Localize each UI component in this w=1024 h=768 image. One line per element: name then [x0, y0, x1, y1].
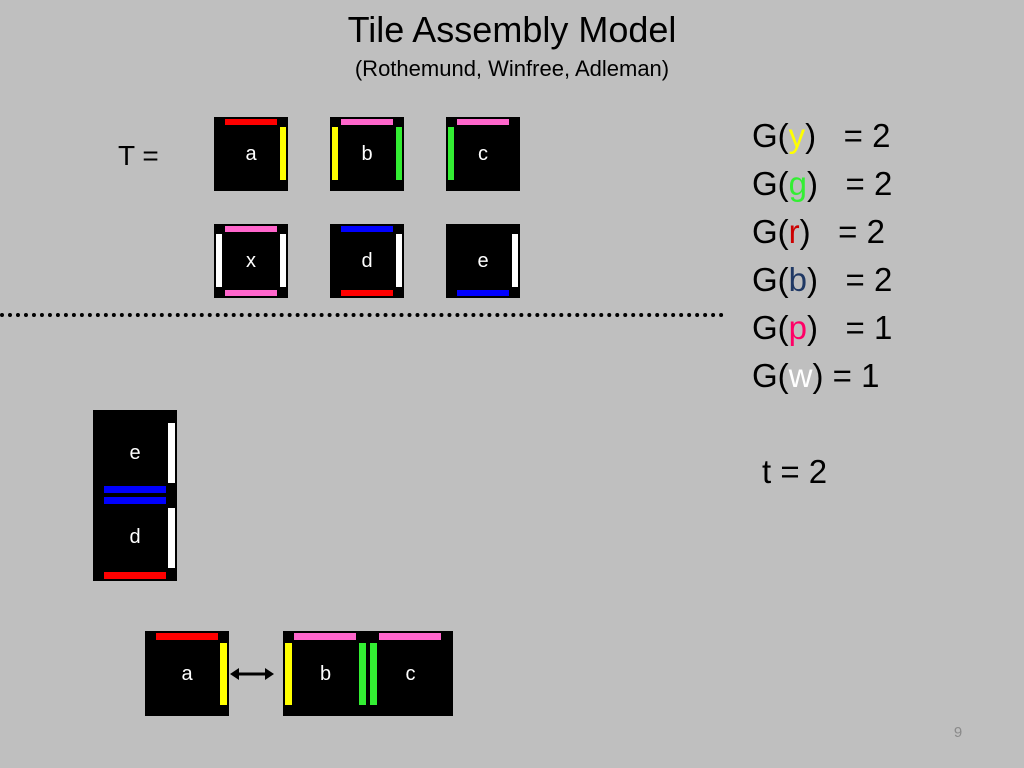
glue-south-blue: [457, 290, 509, 296]
strength-value: ) = 1: [807, 309, 893, 346]
strength-prefix: G(: [752, 261, 789, 298]
tile-a: a: [214, 117, 288, 191]
glue-symbol: b: [788, 261, 808, 298]
glue-north-blue: [104, 497, 166, 504]
strength-value: ) = 2: [799, 213, 885, 250]
tile-label: e: [477, 250, 489, 272]
tile-label: c: [478, 143, 488, 165]
assembly-tile-b: b: [283, 631, 368, 716]
glue-north-pink: [225, 226, 277, 232]
tile-b: b: [330, 117, 404, 191]
glue-symbol: r: [788, 213, 800, 250]
assembly-tile-a: a: [145, 631, 229, 716]
tile-label: d: [361, 250, 373, 272]
glue-east-white: [280, 234, 286, 287]
glue-symbol: w: [788, 357, 813, 394]
strength-value: ) = 1: [812, 357, 880, 394]
tile-label: b: [361, 143, 373, 165]
slide-subtitle: (Rothemund, Winfree, Adleman): [354, 56, 670, 81]
strength-prefix: G(: [752, 213, 789, 250]
glue-east-white: [168, 508, 175, 568]
tile-c: c: [446, 117, 520, 191]
glue-east-yellow: [220, 643, 227, 705]
glue-north-pink: [294, 633, 356, 640]
glue-east-white: [168, 423, 175, 483]
glue-west-green: [448, 127, 454, 180]
glue-east-green: [396, 127, 402, 180]
tile-label: b: [319, 662, 332, 685]
strength-blue: G(b) = 2: [752, 260, 892, 300]
strength-value: ) = 2: [807, 165, 893, 202]
tile-d: d: [330, 224, 404, 298]
glue-east-white: [512, 234, 518, 287]
glue-north-pink: [379, 633, 441, 640]
glue-south-red: [341, 290, 393, 296]
strength-red: G(r) = 2: [752, 212, 885, 252]
strength-prefix: G(: [752, 117, 789, 154]
tile-label: a: [245, 143, 257, 165]
strength-value: ) = 2: [805, 117, 891, 154]
tile-label: a: [181, 662, 193, 685]
page-number: 9: [953, 724, 963, 741]
temperature: t = 2: [762, 453, 828, 490]
strength-value: ) = 2: [807, 261, 893, 298]
assembly-tile-c: c: [368, 631, 453, 716]
strength-prefix: G(: [752, 309, 789, 346]
glue-east-green: [359, 643, 366, 705]
glue-north-pink: [341, 119, 393, 125]
assembly-tile-e: e: [93, 410, 177, 495]
tile-label: x: [246, 250, 256, 272]
glue-west-yellow: [285, 643, 292, 705]
glue-south-blue: [104, 486, 166, 493]
strength-green: G(g) = 2: [752, 164, 892, 204]
glue-north-red: [225, 119, 277, 125]
tile-label: e: [129, 442, 141, 464]
double-arrow-icon: [230, 668, 274, 680]
glue-symbol: g: [788, 165, 808, 202]
glue-north-blue: [341, 226, 393, 232]
strength-white: G(w) = 1: [752, 356, 879, 396]
tile-label: c: [405, 662, 416, 685]
glue-north-red: [156, 633, 218, 640]
tile-label: d: [129, 526, 141, 548]
glue-west-green: [370, 643, 377, 705]
strength-pink: G(p) = 1: [752, 308, 892, 348]
assembly-tile-d: d: [93, 495, 177, 581]
tile-x: x: [214, 224, 288, 298]
glue-east-yellow: [280, 127, 286, 180]
tile-e: e: [446, 224, 520, 298]
glue-symbol: y: [788, 117, 806, 154]
glue-east-white: [396, 234, 402, 287]
strength-prefix: G(: [752, 165, 789, 202]
strength-yellow: G(y) = 2: [752, 116, 890, 156]
dotted-divider: [0, 313, 724, 317]
glue-west-white: [216, 234, 222, 287]
glue-symbol: p: [788, 309, 808, 346]
strength-prefix: G(: [752, 357, 789, 394]
tile-set-label: T =: [118, 140, 159, 171]
glue-south-pink: [225, 290, 277, 296]
glue-north-pink: [457, 119, 509, 125]
glue-west-yellow: [332, 127, 338, 180]
slide-title: Tile Assembly Model: [347, 9, 677, 50]
glue-south-red: [104, 572, 166, 579]
